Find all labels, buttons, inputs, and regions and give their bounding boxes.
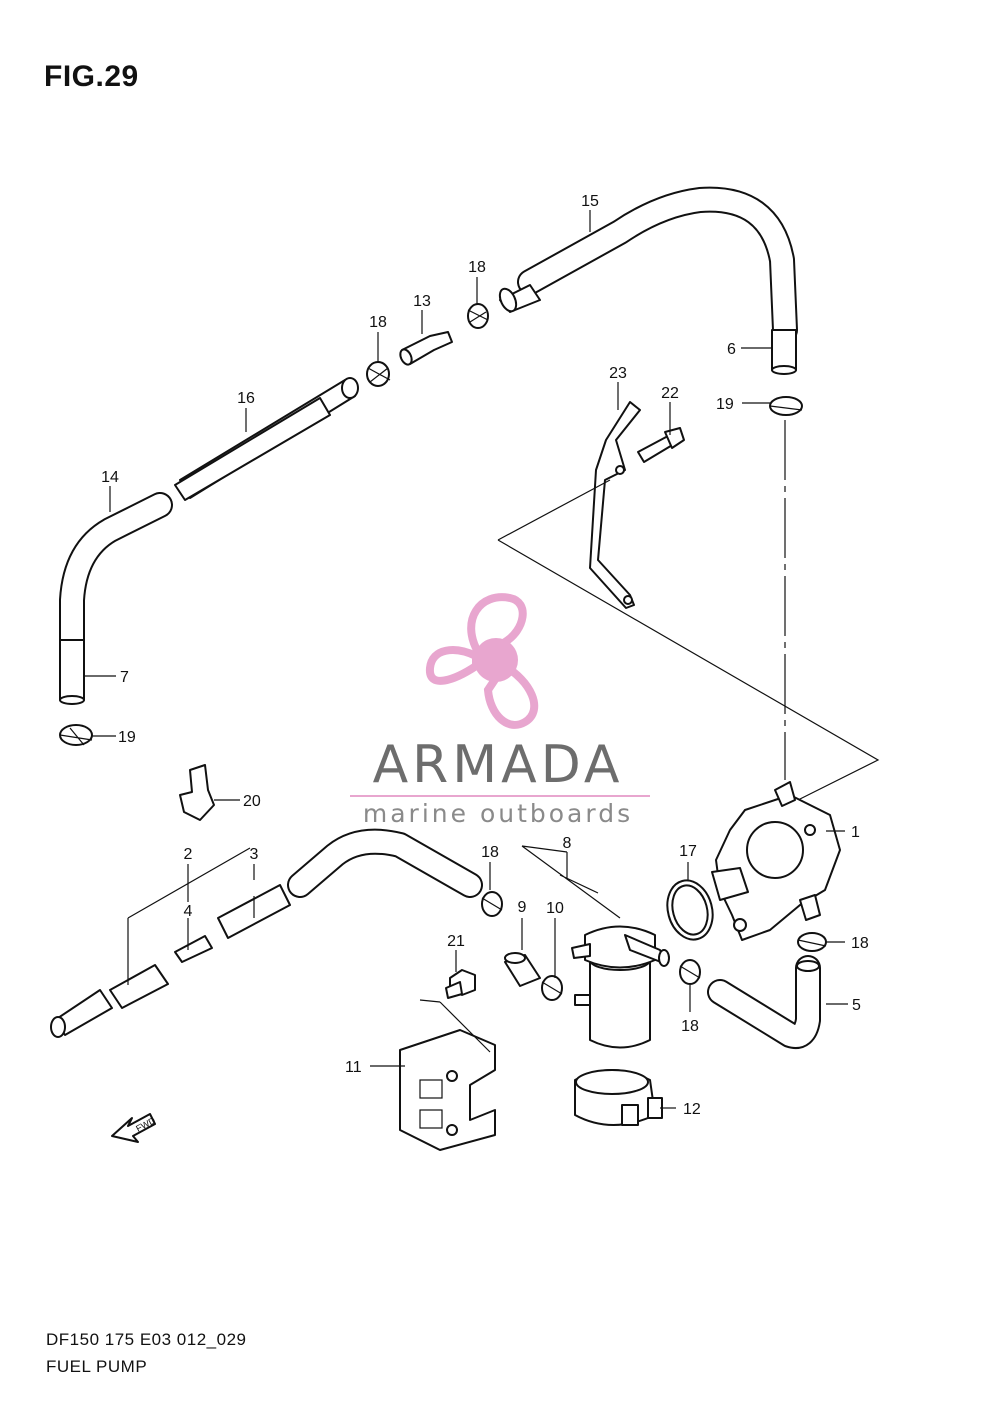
propeller-icon	[426, 593, 539, 729]
o-ring-17	[666, 879, 714, 941]
assembly-lines	[497, 420, 880, 801]
callout-17: 17	[679, 843, 697, 860]
clamp-18-top	[467, 303, 489, 329]
callout-18: 18	[851, 935, 869, 952]
callout-21: 21	[447, 933, 465, 950]
bolt-22	[637, 427, 685, 463]
fwd-arrow-icon: FWD	[111, 1113, 157, 1143]
clamp-18-mid	[366, 361, 391, 387]
callout-5: 5	[852, 997, 861, 1014]
bracket-23	[589, 401, 641, 609]
callout-1: 1	[851, 824, 860, 841]
callout-4: 4	[184, 903, 193, 920]
fwd-label: FWD	[134, 1115, 157, 1134]
callout-numbers: 15 18 13 18 16 14 7 6 19 23 22 19 20 2 3…	[101, 193, 869, 1118]
clamp-19-right	[769, 396, 803, 416]
armada-logo: ARMADA marine outboards	[350, 593, 650, 828]
callout-23: 23	[609, 365, 627, 382]
bolt-21	[445, 969, 476, 999]
callout-14: 14	[101, 469, 119, 486]
hose-15	[498, 186, 798, 375]
callout-15: 15	[581, 193, 599, 210]
callout-18: 18	[481, 844, 499, 861]
callout-10: 10	[546, 900, 564, 917]
callout-leaders	[85, 210, 848, 1109]
hose-2-3	[50, 828, 483, 1038]
callout-18: 18	[681, 1018, 699, 1035]
logo-brand: ARMADA	[373, 735, 624, 795]
sleeve-9	[504, 952, 541, 987]
hose-5	[707, 955, 821, 1049]
callout-16: 16	[237, 390, 255, 407]
callout-3: 3	[250, 846, 259, 863]
callout-12: 12	[683, 1101, 701, 1118]
joint-13	[399, 331, 453, 366]
callout-22: 22	[661, 385, 679, 402]
diagram-code: DF150 175 E03 012_029	[46, 1330, 247, 1349]
filter-holder-12	[574, 1069, 663, 1126]
callout-6: 6	[727, 341, 736, 358]
clamp-19-left	[59, 724, 93, 746]
callout-13: 13	[413, 293, 431, 310]
callout-7: 7	[120, 669, 129, 686]
clamp-18-lower	[481, 891, 503, 917]
callout-8: 8	[563, 835, 572, 852]
callout-18: 18	[369, 314, 387, 331]
callout-2: 2	[184, 846, 193, 863]
clip-20	[179, 764, 215, 821]
fuel-pump-1	[711, 781, 841, 941]
callout-18: 18	[468, 259, 486, 276]
callout-20: 20	[243, 793, 261, 810]
hose-16-14	[59, 377, 359, 705]
callout-9: 9	[518, 899, 527, 916]
clamp-10	[541, 975, 563, 1001]
logo-tagline: marine outboards	[363, 799, 633, 828]
fuel-filter-8	[571, 925, 670, 1049]
callout-11: 11	[345, 1059, 362, 1076]
callout-19: 19	[716, 396, 734, 413]
diagram-name: FUEL PUMP	[46, 1357, 148, 1376]
bracket-11	[399, 1029, 496, 1151]
callout-19: 19	[118, 729, 136, 746]
clamp-18-right	[797, 932, 827, 952]
clamp-18-filter	[679, 959, 701, 985]
figure-title: FIG.29	[44, 60, 139, 93]
